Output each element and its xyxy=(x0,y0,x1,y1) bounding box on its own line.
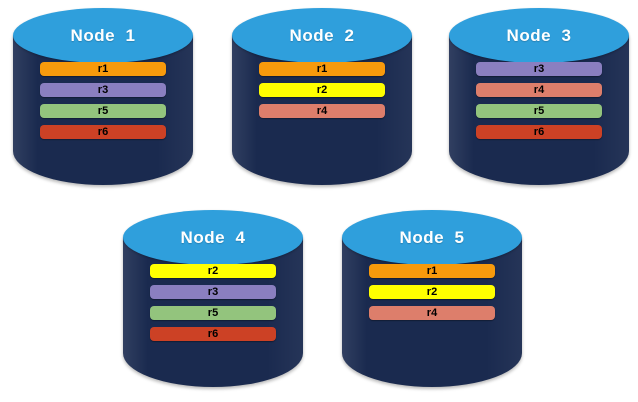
database-node-3[interactable]: Node 3 r3 r4 r5 r6 xyxy=(449,8,629,185)
database-node-4[interactable]: Node 4 r2 r3 r5 r6 xyxy=(123,210,303,387)
replica-bar-r1[interactable]: r1 xyxy=(40,62,166,76)
cylinder-top-icon xyxy=(123,210,303,265)
replica-stack: r2 r3 r5 r6 xyxy=(150,264,276,348)
node-title-label: Node 1 xyxy=(70,25,136,45)
replica-bar-r1[interactable]: r1 xyxy=(259,62,385,76)
cylinder-top-icon xyxy=(342,210,522,265)
replica-bar-r2[interactable]: r2 xyxy=(150,264,276,278)
database-node-5[interactable]: Node 5 r1 r2 r4 xyxy=(342,210,522,387)
cylinder-top-icon xyxy=(232,8,412,63)
replica-bar-r5[interactable]: r5 xyxy=(476,104,602,118)
replica-bar-r5[interactable]: r5 xyxy=(150,306,276,320)
replica-bar-r3[interactable]: r3 xyxy=(476,62,602,76)
replica-stack: r1 r2 r4 xyxy=(259,62,385,125)
replica-bar-r2[interactable]: r2 xyxy=(369,285,495,299)
replica-bar-r3[interactable]: r3 xyxy=(150,285,276,299)
replica-bar-r5[interactable]: r5 xyxy=(40,104,166,118)
node-title-label: Node 2 xyxy=(289,25,355,45)
cylinder-top-icon xyxy=(449,8,629,63)
replica-bar-r6[interactable]: r6 xyxy=(150,327,276,341)
replica-stack: r1 r2 r4 xyxy=(369,264,495,327)
replica-stack: r1 r3 r5 r6 xyxy=(40,62,166,146)
replica-stack: r3 r4 r5 r6 xyxy=(476,62,602,146)
node-title-label: Node 3 xyxy=(506,25,572,45)
replica-bar-r1[interactable]: r1 xyxy=(369,264,495,278)
replica-bar-r4[interactable]: r4 xyxy=(259,104,385,118)
database-node-2[interactable]: Node 2 r1 r2 r4 xyxy=(232,8,412,185)
replica-bar-r6[interactable]: r6 xyxy=(40,125,166,139)
replica-bar-r4[interactable]: r4 xyxy=(369,306,495,320)
replica-bar-r3[interactable]: r3 xyxy=(40,83,166,97)
database-node-1[interactable]: Node 1 r1 r3 r5 r6 xyxy=(13,8,193,185)
node-title-label: Node 4 xyxy=(180,227,246,247)
replica-bar-r4[interactable]: r4 xyxy=(476,83,602,97)
node-title-label: Node 5 xyxy=(399,227,465,247)
replica-bar-r6[interactable]: r6 xyxy=(476,125,602,139)
replica-bar-r2[interactable]: r2 xyxy=(259,83,385,97)
cylinder-top-icon xyxy=(13,8,193,63)
